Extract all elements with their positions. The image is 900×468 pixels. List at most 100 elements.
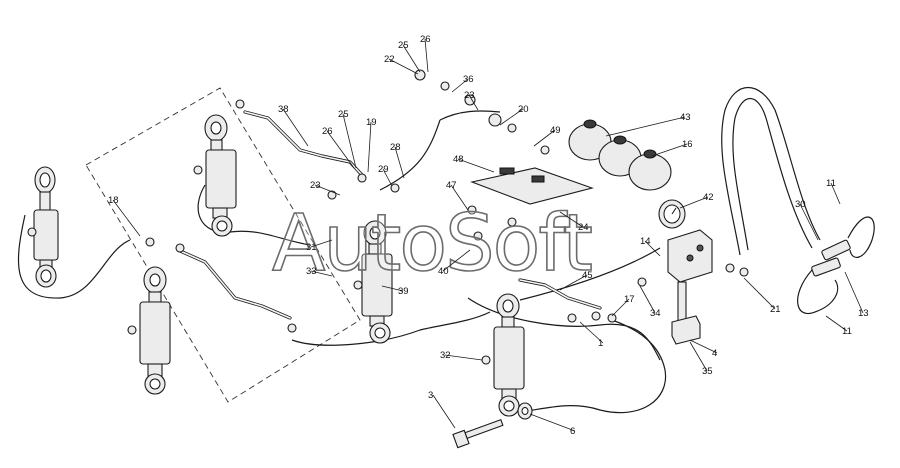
leader-line-25 (342, 113, 357, 169)
callout-label-3: 3 (428, 390, 433, 401)
callout-label-30: 30 (795, 199, 806, 210)
callout-label-24: 24 (578, 222, 589, 233)
leader-line-26 (424, 38, 429, 73)
callout-label-11: 11 (842, 326, 852, 337)
leader-line-26 (326, 130, 355, 169)
cylinder-left (33, 166, 59, 288)
cylinder-lower-right (493, 293, 525, 417)
leader-line-49 (533, 129, 556, 147)
leader-line-4 (689, 339, 718, 354)
leader-line-16 (651, 143, 688, 157)
leader-line-18 (112, 199, 141, 237)
leader-line-48 (457, 158, 495, 173)
leader-line-39 (381, 285, 404, 292)
callout-label-20: 20 (518, 104, 529, 115)
leader-line-35 (689, 341, 708, 372)
callout-label-43: 43 (680, 112, 691, 123)
callout-label-49: 49 (550, 125, 561, 136)
callout-label-25: 25 (338, 109, 349, 120)
leader-line-29 (382, 168, 393, 187)
callout-label-23: 23 (464, 90, 475, 101)
callout-label-14: 14 (640, 236, 651, 247)
leader-line-30 (799, 203, 819, 241)
cylinder-center (361, 220, 393, 344)
leader-line-14 (644, 240, 661, 257)
watermark: AutoSoft (272, 199, 591, 289)
callout-label-38: 38 (278, 104, 289, 115)
leader-lines (112, 38, 864, 432)
callout-label-21: 21 (770, 304, 781, 315)
callout-label-17: 17 (624, 294, 635, 305)
leader-line-11 (825, 315, 848, 332)
leader-line-17 (611, 298, 630, 317)
nut-part (517, 402, 533, 420)
leader-line-43 (605, 116, 686, 137)
callout-label-13: 13 (858, 308, 869, 319)
coupler-upper (821, 216, 875, 261)
leader-line-25 (402, 44, 421, 73)
leader-line-34 (639, 285, 656, 314)
leader-line-40 (442, 249, 471, 272)
callout-label-23: 23 (310, 180, 321, 191)
callout-label-1: 1 (598, 338, 603, 349)
bolt-part (452, 418, 504, 449)
callout-label-26: 26 (420, 34, 431, 45)
leader-line-6 (529, 413, 576, 432)
callout-label-45: 45 (582, 270, 593, 281)
frame-outline (85, 87, 361, 403)
coupler-lower (797, 257, 841, 315)
leader-line-38 (282, 108, 309, 147)
leader-line-13 (844, 271, 864, 314)
leader-line-23 (314, 184, 341, 196)
leader-line-42 (679, 196, 709, 209)
callout-labels: 1346111113141617181920212223232425252626… (108, 34, 869, 437)
leader-line-1 (579, 321, 604, 344)
leader-line-36 (451, 78, 469, 93)
callout-label-11: 11 (826, 178, 836, 189)
callout-label-42: 42 (703, 192, 714, 203)
callout-label-39: 39 (398, 286, 409, 297)
leader-line-21 (743, 277, 776, 310)
callout-label-19: 19 (366, 117, 377, 128)
callout-label-28: 28 (390, 142, 401, 153)
rigid-pipes (176, 110, 602, 320)
bracket-4 (671, 315, 701, 345)
callout-label-35: 35 (702, 366, 713, 377)
callout-label-25: 25 (398, 40, 409, 51)
leader-line-24 (559, 211, 584, 228)
hose-lines (17, 86, 821, 414)
callout-label-16: 16 (682, 139, 693, 150)
leader-line-20 (499, 108, 524, 126)
callout-label-48: 48 (453, 154, 464, 165)
callout-label-40: 40 (438, 266, 449, 277)
callout-label-29: 29 (378, 164, 389, 175)
callout-label-4: 4 (712, 348, 717, 359)
leader-line-33 (310, 270, 333, 277)
leader-line-23 (468, 94, 479, 111)
leader-line-31 (310, 239, 333, 248)
callout-label-32: 32 (440, 350, 451, 361)
callout-label-22: 22 (384, 54, 395, 65)
leader-line-45 (559, 274, 588, 291)
leader-line-19 (367, 121, 372, 173)
callout-label-47: 47 (446, 180, 457, 191)
cylinder-upper (204, 114, 237, 237)
pressure-gauge (658, 199, 686, 229)
callout-label-26: 26 (322, 126, 333, 137)
callout-label-36: 36 (463, 74, 474, 85)
cylinder-lower-left (139, 266, 171, 395)
mounting-plate (470, 167, 594, 205)
leader-line-3 (432, 394, 456, 429)
callout-label-33: 33 (306, 266, 317, 277)
callout-label-31: 31 (306, 242, 317, 253)
leader-line-28 (394, 146, 405, 179)
fittings (27, 69, 749, 365)
leader-line-11 (830, 182, 841, 205)
leader-line-22 (388, 58, 419, 75)
valve-block (667, 229, 713, 323)
leader-line-47 (450, 184, 469, 211)
leader-line-32 (444, 354, 483, 361)
callout-label-18: 18 (108, 195, 119, 206)
callout-label-34: 34 (650, 308, 661, 319)
